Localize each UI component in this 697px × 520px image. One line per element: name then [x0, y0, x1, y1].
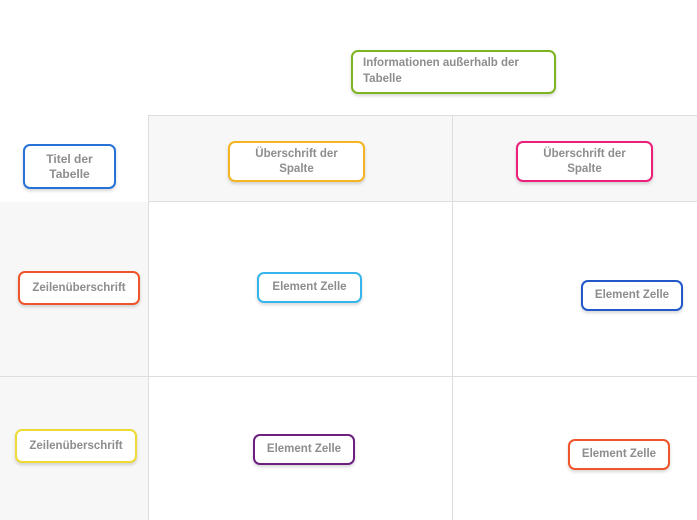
annotation-outside-info: Informationen außerhalb der Tabelle — [351, 50, 556, 94]
annotation-table-title: Titel der Tabelle — [23, 144, 116, 189]
annotation-cell-element-1: Element Zelle — [257, 272, 362, 303]
annotation-column-heading-2: Überschrift der Spalte — [516, 141, 653, 182]
annotation-column-heading-1: Überschrift der Spalte — [228, 141, 365, 182]
annotation-row-heading-2: Zeilenüberschrift — [15, 429, 137, 463]
annotation-row-heading-1: Zeilenüberschrift — [18, 271, 140, 305]
annotation-cell-element-3: Element Zelle — [253, 434, 355, 465]
annotation-cell-element-4: Element Zelle — [568, 439, 670, 470]
annotation-cell-element-2: Element Zelle — [581, 280, 683, 311]
